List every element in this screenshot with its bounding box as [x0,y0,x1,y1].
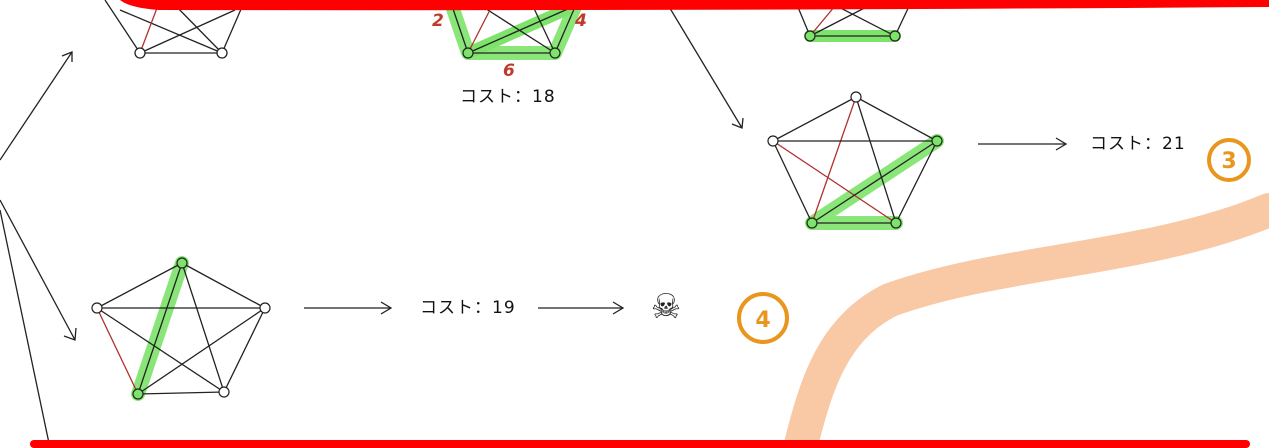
arrow-right-pentagon [978,138,1066,150]
skull-icon: ☠ [651,287,681,327]
step-marker-3: 3 [1209,140,1249,180]
arrow-bottom-1 [304,302,391,314]
branch-arrows [0,0,743,448]
bottom-red-banner [30,440,1250,448]
orange-route-curve [800,210,1269,448]
top-red-banner [120,0,1269,10]
edge-weight-right: 4 [574,11,587,31]
edge-weight-left: 2 [432,11,444,31]
svg-text:4: 4 [755,308,770,333]
cost-label-top-center: コスト：18 [460,87,556,107]
svg-text:3: 3 [1221,149,1236,174]
pentagon-right [768,92,942,228]
step-marker-4: 4 [739,294,787,342]
cost-label-right: コスト：21 [1090,134,1186,154]
cost-label-bottom: コスト：19 [420,298,516,318]
arrow-bottom-2 [538,302,623,314]
pentagon-bottom-left [92,258,270,399]
edge-weight-bottom: 6 [503,61,515,81]
